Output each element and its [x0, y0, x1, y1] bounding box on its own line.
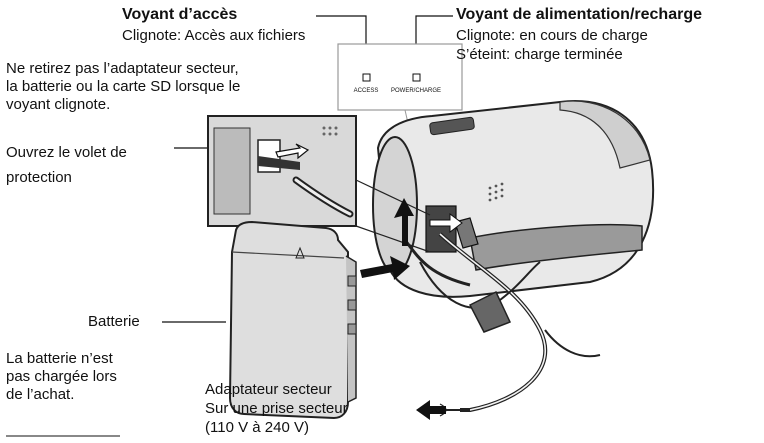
power-led-desc-off: S’éteint: charge terminée — [456, 46, 623, 63]
camcorder-body — [372, 100, 655, 298]
adapter-voltage: (110 V à 240 V) — [205, 419, 309, 436]
battery-note: La batterie n’est pas chargée lors de l’… — [6, 350, 117, 403]
indicator-panel: ACCESS POWER/CHARGE — [337, 43, 463, 133]
access-led-desc: Clignote: Accès aux fichiers — [122, 27, 306, 44]
access-led-icon — [362, 73, 371, 82]
access-panel-label: ACCESS — [354, 88, 379, 94]
power-led-desc-blink: Clignote: en cours de charge — [456, 27, 648, 44]
ac-adapter-cable — [419, 232, 601, 417]
plug-insert-arrow-icon — [429, 213, 463, 233]
battery-illustration — [228, 220, 357, 420]
open-cover-label: Ouvrez le volet de protection — [6, 144, 127, 186]
open-cover-arrow-icon — [275, 143, 310, 160]
adapter-outlet: Sur une prise secteur — [205, 400, 348, 417]
insert-battery-arrow-icon — [360, 256, 410, 280]
power-led-icon — [412, 73, 421, 82]
power-led-title: Voyant de alimentation/recharge — [456, 6, 702, 23]
outlet-arrow-icon — [416, 400, 446, 420]
access-led-title: Voyant d’accès — [122, 6, 238, 23]
slide-up-arrow-icon — [394, 198, 414, 246]
adapter-title: Adaptateur secteur — [205, 381, 332, 398]
warning-note: Ne retirez pas l’adaptateur secteur, la … — [6, 60, 241, 113]
battery-label: Batterie — [88, 313, 140, 330]
battery-arrow-icon — [295, 246, 305, 259]
inset-closeup — [207, 115, 357, 227]
power-panel-label: POWER/CHARGE — [391, 88, 441, 94]
